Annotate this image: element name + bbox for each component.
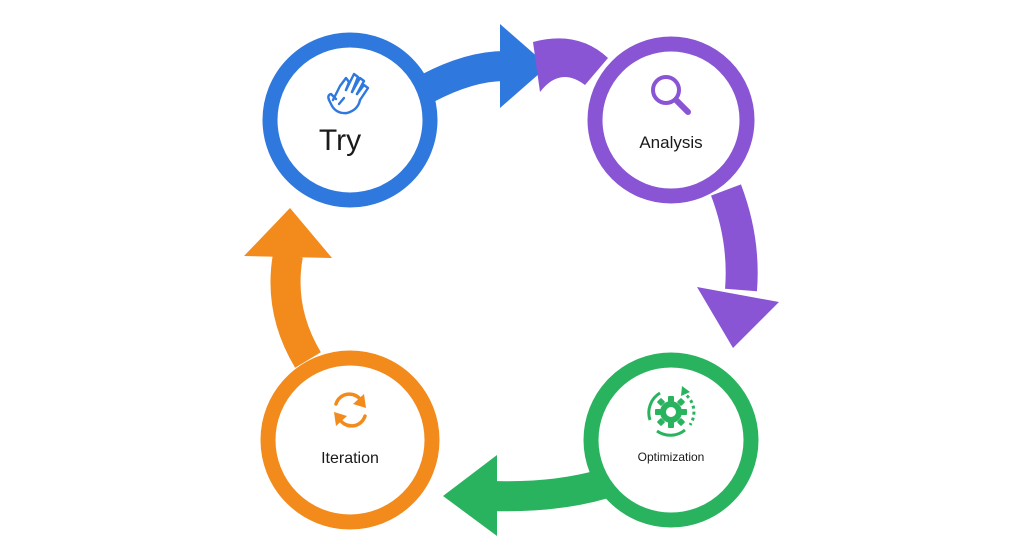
node-optimization-label: Optimization	[637, 450, 705, 464]
node-analysis-label: Analysis	[639, 133, 703, 152]
node-optimization-ring	[583, 352, 759, 528]
arrow-analysis-to-optimization	[697, 184, 779, 348]
magnifier-icon	[651, 75, 691, 115]
gear-cycle-icon	[647, 386, 696, 437]
node-iteration-ring	[260, 350, 440, 530]
node-try-ring	[262, 32, 438, 208]
arrow-iteration-to-try	[244, 208, 332, 368]
arrow-optimization-to-iteration	[443, 455, 608, 536]
refresh-icon	[334, 392, 367, 428]
node-analysis-ring	[533, 36, 755, 204]
hand-icon	[327, 72, 370, 115]
arrow-try-to-analysis	[421, 24, 548, 108]
node-try-label: Try	[318, 124, 362, 157]
node-iteration-label: Iteration	[321, 450, 379, 467]
